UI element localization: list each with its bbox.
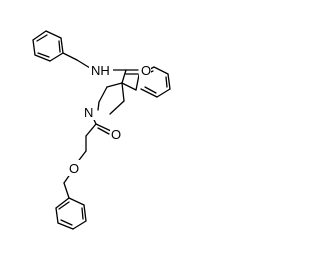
carbamate-oxygen-label: O [111,127,121,142]
structure-diagram: NH O N O O [32,30,171,230]
molecule-drawing: NH O N O O [32,30,171,230]
ester-oxygen-label: O [69,161,79,176]
carbonyl-oxygen-label: O [141,63,151,78]
top-phenyl-ring [32,30,64,62]
bottom-phenyl-ring [55,197,87,230]
top-benzyl-linker [62,52,91,69]
atom-labels: NH O N O O [68,62,151,176]
amide-group [112,69,139,84]
ring-nitrogen-label: N [84,105,93,120]
nh-label: NH [91,63,110,78]
pyrrolidine-ring [97,82,125,115]
